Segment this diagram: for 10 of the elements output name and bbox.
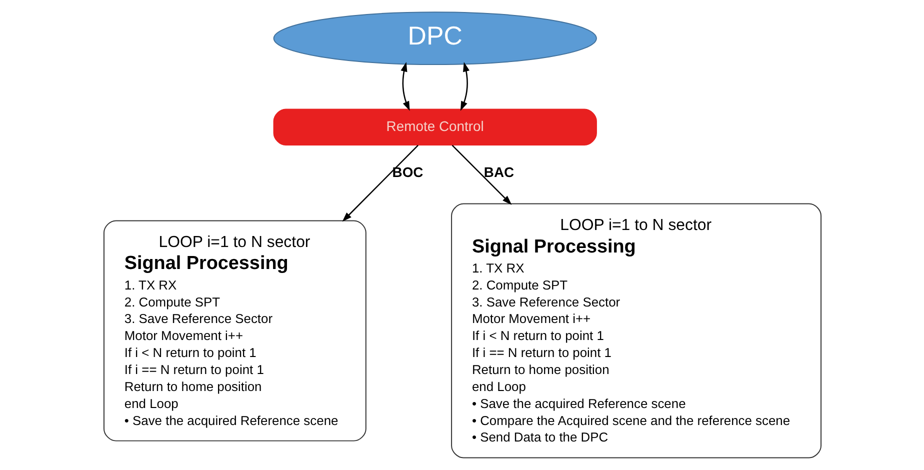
node-box: Remote Control xyxy=(272,108,596,146)
node-box: LOOP i=1 to N sector Signal Processing 1. TX RX 2. Compute SPT 3. Save Reference Sector Motor Movement i++ If i < N return to point 1 If i == N return to point 1 Return to home position end Loop • Save the acquired Reference scene • Compare the Acquired scene and the reference scene • Send Data to the DPC xyxy=(450,203,822,458)
arrow xyxy=(400,62,410,111)
node-box: LOOP i=1 to N sector Signal Processing 1. TX RX 2. Compute SPT 3. Save Reference Sector Motor Movement i++ If i < N return to point 1 If i == N return to point 1 Return to home position end Loop • Save the acquired Reference scene xyxy=(102,220,366,442)
edge-label: BOC xyxy=(392,164,423,180)
arrow xyxy=(451,144,512,205)
edge-label: BAC xyxy=(483,164,514,180)
arrow xyxy=(342,144,418,222)
arrow xyxy=(460,62,469,111)
node-ellipse: DPC xyxy=(272,12,596,66)
